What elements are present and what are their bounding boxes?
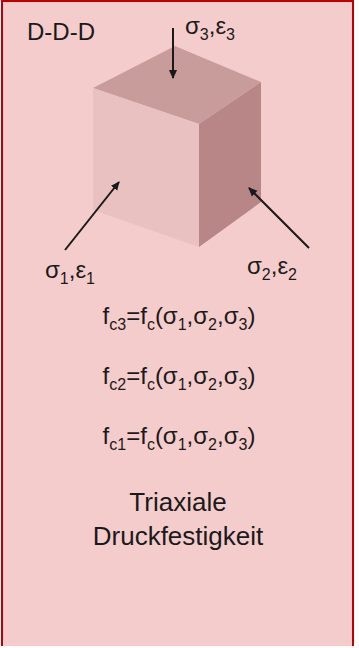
formula-text: (σ <box>155 302 178 329</box>
formula-text: f <box>103 362 110 389</box>
strength-formula: fc2=fc(σ1,σ2,σ3) <box>103 362 256 391</box>
formula-text: σ <box>247 252 262 279</box>
formula-text: ,σ <box>217 362 238 389</box>
subscript-text: 2 <box>208 316 217 333</box>
subscript-text: c1 <box>109 436 126 453</box>
subscript-text: 1 <box>86 270 95 287</box>
formula-text: ) <box>247 362 255 389</box>
subscript-text: 1 <box>60 270 69 287</box>
formula-text: f <box>103 422 110 449</box>
subscript-text: c3 <box>109 316 126 333</box>
strength-formula: fc1=fc(σ1,σ2,σ3) <box>103 422 256 451</box>
subscript-text: 3 <box>238 376 247 393</box>
subscript-text: c <box>147 436 155 453</box>
subscript-text: 1 <box>178 376 187 393</box>
load-arrow <box>65 182 119 250</box>
stress-strain-label: σ1,ε1 <box>45 256 95 285</box>
load-arrow <box>249 188 309 248</box>
subscript-text: 2 <box>208 436 217 453</box>
strength-formula: fc3=fc(σ1,σ2,σ3) <box>103 302 256 331</box>
formula-text: ,ε <box>209 12 226 39</box>
formula-text: ,ε <box>69 256 86 283</box>
load-arrow <box>172 28 174 78</box>
formula-text: ,σ <box>217 302 238 329</box>
stress-strain-label: σ3,ε3 <box>185 12 235 41</box>
formula-text: (σ <box>155 422 178 449</box>
subscript-text: 3 <box>238 436 247 453</box>
subscript-text: c <box>147 316 155 333</box>
formula-text: ,σ <box>217 422 238 449</box>
formula-text: σ <box>45 256 60 283</box>
subscript-text: 3 <box>200 26 209 43</box>
formula-text: ) <box>247 302 255 329</box>
formula-text: ,σ <box>187 362 208 389</box>
subscript-text: c <box>147 376 155 393</box>
formula-text: ,ε <box>271 252 288 279</box>
formula-text: σ <box>185 12 200 39</box>
cube-front <box>93 88 199 247</box>
subscript-text: 3 <box>226 26 235 43</box>
formula-text: ,σ <box>187 302 208 329</box>
subscript-text: 3 <box>238 316 247 333</box>
formula-text: ,σ <box>187 422 208 449</box>
formula-text: ) <box>247 422 255 449</box>
subscript-text: 1 <box>178 436 187 453</box>
formula-text: f <box>103 302 110 329</box>
subscript-text: c2 <box>109 376 126 393</box>
subscript-text: 2 <box>262 266 271 283</box>
formula-text: (σ <box>155 362 178 389</box>
subscript-text: 2 <box>208 376 217 393</box>
subscript-text: 2 <box>288 266 297 283</box>
subscript-text: 1 <box>178 316 187 333</box>
load-case-label: D-D-D <box>27 18 95 46</box>
cube-side <box>199 82 261 247</box>
formula-text: =f <box>126 302 147 329</box>
title-text: Triaxiale Druckfestigkeit <box>43 486 313 554</box>
stress-strain-label: σ2,ε2 <box>247 252 297 281</box>
formula-text: =f <box>126 362 147 389</box>
formula-text: =f <box>126 422 147 449</box>
